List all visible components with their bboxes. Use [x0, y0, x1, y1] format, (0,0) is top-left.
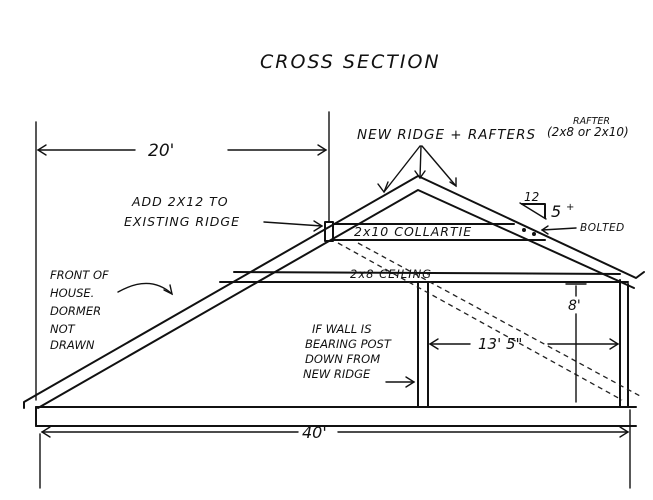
new-ridge-label: NEW RIDGE + RAFTERS	[357, 127, 536, 143]
wall-note-line1: IF WALL IS	[312, 322, 372, 336]
pitch-plus-mark: +	[566, 202, 574, 213]
front-note-line4: NOT	[50, 322, 76, 336]
arrow-left-icon	[36, 144, 47, 156]
bolt-dot-1	[522, 228, 526, 232]
front-note-line5: DRAWN	[50, 338, 95, 352]
wall-note-line2: BEARING POST	[305, 337, 392, 351]
ceiling-joist-top	[233, 271, 621, 275]
arrow-bottom-left-icon	[40, 426, 51, 438]
pitch-hypotenuse	[519, 202, 547, 220]
pitch-run-label: 12	[524, 190, 539, 204]
bolted-label: BOLTED	[580, 222, 625, 234]
roof-inner-line	[37, 189, 635, 409]
front-note-line3: DORMER	[50, 304, 101, 318]
leader-ridge	[419, 145, 422, 179]
rafter-size-note: (2x8 or 2x10)	[547, 125, 629, 139]
existing-roof-dashed-1	[337, 242, 623, 401]
arrow-bottom-right-icon	[619, 426, 630, 438]
arrow-front-note-icon	[163, 284, 174, 296]
bottom-span-label: 40'	[302, 423, 327, 442]
drawing-title: CROSS SECTION	[260, 51, 441, 73]
leader-bolted	[541, 227, 577, 231]
top-span-label: 20'	[148, 141, 174, 161]
mid-span-label: 13' 5"	[478, 335, 522, 353]
bolt-dot-2	[532, 232, 536, 236]
leader-rafter-right	[421, 145, 457, 187]
collar-tie-label: 2x10 COLLARTIE	[354, 224, 472, 239]
wall-note-line4: NEW RIDGE	[303, 367, 371, 381]
pitch-triangle-icon	[521, 203, 546, 219]
front-note-line1: FRONT OF	[50, 268, 109, 282]
leader-front-note	[117, 282, 173, 295]
arrow-ridge-icon	[414, 170, 426, 180]
arrow-right-icon	[317, 144, 328, 156]
arrow-mid-left-icon	[428, 338, 439, 350]
wall-note-line3: DOWN FROM	[305, 352, 380, 366]
arrow-bolted-icon	[540, 225, 549, 235]
add-ridge-label-line1: ADD 2X12 TO	[131, 194, 229, 209]
rafter-note-top: RAFTER	[573, 116, 610, 127]
arrow-mid-right-icon	[609, 338, 620, 350]
arrow-existing-ridge-icon	[313, 220, 324, 232]
arrow-rafter-right-icon	[449, 177, 457, 188]
leader-rafter-left	[383, 145, 421, 193]
arrow-rafter-left-icon	[377, 181, 389, 194]
front-note-line2: HOUSE.	[50, 286, 94, 300]
add-ridge-label-line2: EXISTING RIDGE	[124, 214, 240, 229]
ceiling-label: 2x8 CEILING	[350, 267, 432, 281]
existing-ridge-board	[324, 221, 334, 242]
leader-existing-ridge	[263, 221, 323, 227]
height-label: 8'	[568, 298, 581, 314]
arrow-bearing-wall-icon	[405, 376, 416, 388]
pitch-rise-label: 5	[551, 202, 561, 221]
existing-roof-dashed-2	[357, 242, 641, 397]
